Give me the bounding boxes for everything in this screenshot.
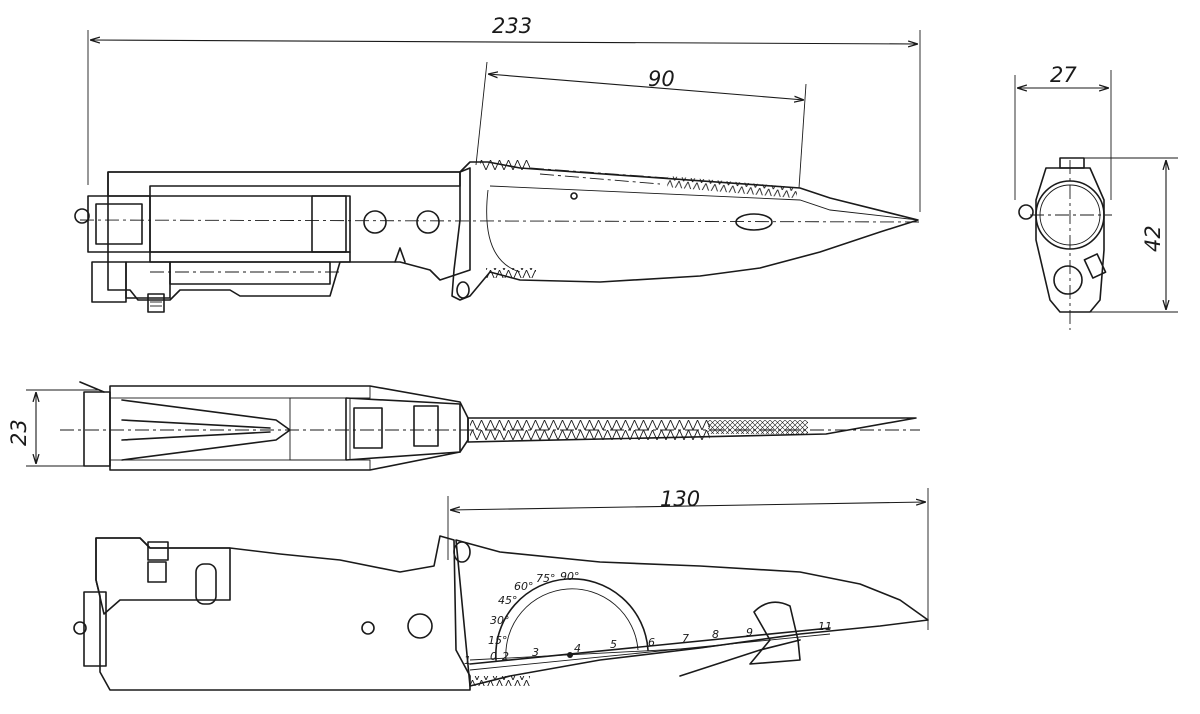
- ruler-label-6: 6: [648, 636, 655, 649]
- angle-label-15: 15°: [488, 634, 508, 647]
- ruler-label-2: 2: [502, 650, 509, 663]
- angle-label-30: 30°: [490, 614, 510, 627]
- dim-overall-length: 233: [492, 14, 532, 38]
- end-view: 27 42: [1014, 63, 1178, 330]
- dim-blade-length: 130: [660, 487, 700, 511]
- dim-pommel-width: 27: [1050, 63, 1077, 87]
- dim-pommel-height: 42: [1141, 225, 1165, 252]
- dim-serrated-length: 90: [648, 67, 675, 91]
- ruler-label-5: 5: [610, 638, 617, 651]
- middle-top-view: 23: [7, 381, 920, 471]
- ruler-label-1: 1: [464, 654, 471, 667]
- ruler-label-8: 8: [712, 628, 719, 641]
- ruler-label-3: 3: [532, 646, 539, 659]
- angle-label-60: 60°: [514, 580, 534, 593]
- ruler-label-7: 7: [682, 632, 689, 645]
- dim-thickness: 23: [7, 419, 31, 446]
- top-side-view: 233 90: [74, 14, 921, 313]
- ruler-label-9: 9: [746, 626, 753, 639]
- bottom-side-view: 130 15° 30° 45° 60° 75° 90° 1 0: [73, 487, 929, 691]
- angle-label-90: 90°: [560, 570, 580, 583]
- angle-label-45: 45°: [498, 594, 518, 607]
- ruler-label-0: 0: [490, 650, 497, 663]
- ruler-label-11: 11: [818, 620, 832, 633]
- angle-label-75: 75°: [536, 572, 556, 585]
- ruler-label-4: 4: [574, 642, 581, 655]
